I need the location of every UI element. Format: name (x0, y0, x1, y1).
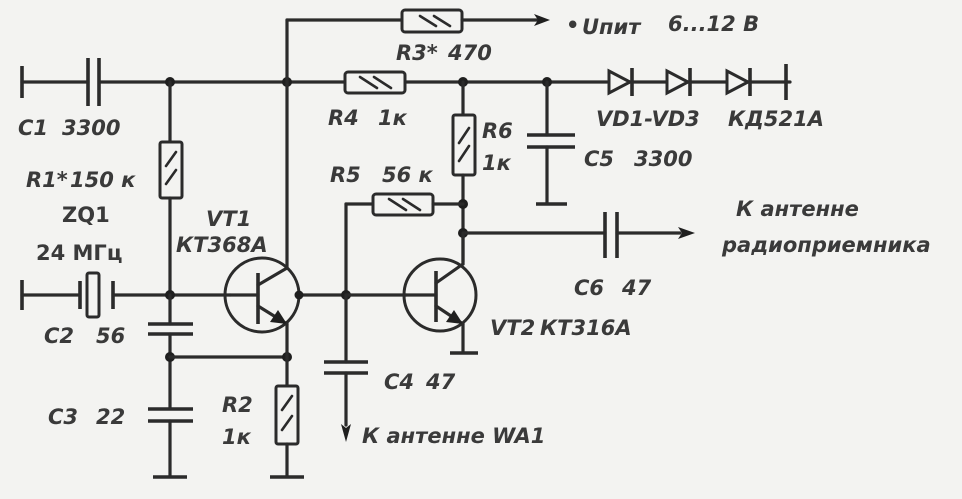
vd-ref: VD1-VD3 (596, 107, 700, 131)
c4-value: 47 (425, 370, 456, 394)
radio-antenna-line2: радиоприемника (721, 233, 931, 257)
r5-ref: R5 (330, 163, 361, 187)
r6-value: 1к (482, 151, 512, 175)
c5-ref: C5 (584, 147, 614, 171)
c5-capacitor (527, 80, 575, 206)
r3-ref: R3* (396, 41, 438, 65)
vt2-ref: VT2 (490, 316, 535, 340)
supply-range: 6...12 В (668, 12, 759, 36)
c5-value: 3300 (634, 147, 692, 171)
c6-capacitor (461, 212, 695, 258)
r2-resistor (270, 384, 304, 479)
vd-value: КД521А (728, 107, 824, 131)
vt1-ref: VT1 (206, 207, 251, 231)
c2-ref: C2 (44, 324, 74, 348)
c3-value: 22 (96, 405, 125, 429)
c2-value: 56 (96, 324, 125, 348)
r5-resistor (344, 192, 465, 297)
supply-label: Uпит (582, 15, 642, 39)
vt1-value: КТ368А (176, 233, 268, 257)
r6-resistor (451, 80, 477, 264)
r2-value: 1к (222, 425, 252, 449)
zq1-crystal (20, 271, 232, 319)
c2-capacitor (148, 293, 193, 410)
c1-value: 3300 (62, 116, 120, 140)
r4-value: 1к (378, 106, 408, 130)
c1-ref: C1 (18, 116, 48, 140)
zq1-ref: ZQ1 (62, 203, 110, 227)
wa1-antenna-label: К антенне WA1 (362, 424, 545, 448)
r2-ref: R2 (222, 393, 253, 417)
radio-antenna-line1: К антенне (736, 197, 859, 221)
c6-ref: C6 (574, 276, 604, 300)
c1-capacitor (20, 58, 101, 106)
c3-ref: C3 (48, 405, 78, 429)
diodes-vd1-vd3 (607, 64, 788, 100)
r1-value: 150 к (70, 168, 136, 192)
vt2-transistor (402, 231, 478, 355)
r6-ref: R6 (482, 119, 513, 143)
r3-resistor (285, 8, 550, 84)
supply-bullet: • (566, 13, 579, 37)
junction-dot (294, 290, 304, 300)
r5-value: 56 к (382, 163, 434, 187)
c3-capacitor (148, 407, 193, 479)
c4-capacitor (324, 293, 368, 442)
r1-ref: R1* (26, 168, 68, 192)
r4-resistor (343, 70, 407, 95)
r4-ref: R4 (328, 106, 359, 130)
r3-value: 470 (447, 41, 492, 65)
vt2-value: КТ316А (540, 316, 632, 340)
r1-resistor (158, 80, 184, 297)
c6-value: 47 (621, 276, 652, 300)
zq1-value: 24 МГц (36, 241, 122, 265)
c4-ref: C4 (384, 370, 414, 394)
